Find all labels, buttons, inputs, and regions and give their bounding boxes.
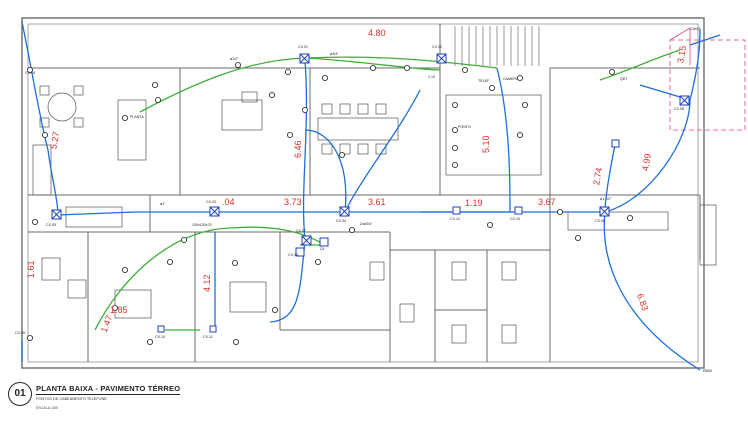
drawing-number: 01 (8, 382, 32, 406)
drawing-caption: 01 PLANTA BAIXA - PAVIMENTO TÉRREO PONTO… (8, 380, 308, 420)
staircase (454, 26, 540, 66)
junction-boxes (51, 53, 690, 333)
outer-walls (21, 17, 705, 369)
interior-walls (28, 24, 701, 362)
drawing-title: PLANTA BAIXA - PAVIMENTO TÉRREO (36, 384, 181, 395)
furniture (32, 85, 717, 344)
drawing-scale: ESCALA 1/50 (36, 406, 58, 410)
green-conduits (94, 49, 681, 331)
pink-stair-detail (669, 27, 746, 131)
telephone-points (26, 62, 634, 345)
drawing-subtitle: PONTOS DE CABEAMENTO TELEFONE (36, 397, 107, 401)
